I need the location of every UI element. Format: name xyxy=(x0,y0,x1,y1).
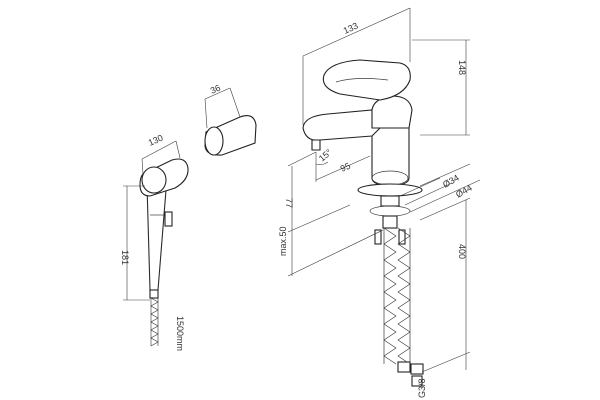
label-spout-height: 77 xyxy=(284,198,294,208)
dim-hose-length: 1500mm xyxy=(175,316,185,351)
label-thread: G3/8 xyxy=(417,378,427,398)
label-max-deck: max.50 xyxy=(278,226,288,256)
wall-holder xyxy=(204,115,257,156)
label-supply-length: 400 xyxy=(457,244,467,259)
shower-hose xyxy=(150,297,159,347)
dim-spout-reach: 95 15° xyxy=(315,147,371,182)
label-hole-max: Ø44 xyxy=(454,183,474,200)
dim-handset-height: 181 xyxy=(120,185,150,301)
label-hose-length: 1500mm xyxy=(175,316,185,351)
label-handset-length: 130 xyxy=(147,133,165,148)
dim-holder-depth: 36 xyxy=(204,83,241,129)
label-holder-depth: 36 xyxy=(209,83,222,96)
dim-faucet-height: 148 xyxy=(412,39,470,136)
label-spout-reach: 95 xyxy=(339,161,352,174)
supply-hoses xyxy=(383,227,424,387)
dim-max-deck: max.50 xyxy=(278,226,384,277)
label-faucet-length: 133 xyxy=(342,21,360,36)
faucet xyxy=(302,59,423,245)
thread-label: G3/8 xyxy=(417,378,427,398)
label-faucet-height: 148 xyxy=(457,60,467,75)
dim-supply-length: 400 xyxy=(419,197,471,373)
label-handset-height: 181 xyxy=(120,250,130,265)
hand-shower xyxy=(139,158,189,299)
dim-spout-height: 77 xyxy=(284,151,351,233)
